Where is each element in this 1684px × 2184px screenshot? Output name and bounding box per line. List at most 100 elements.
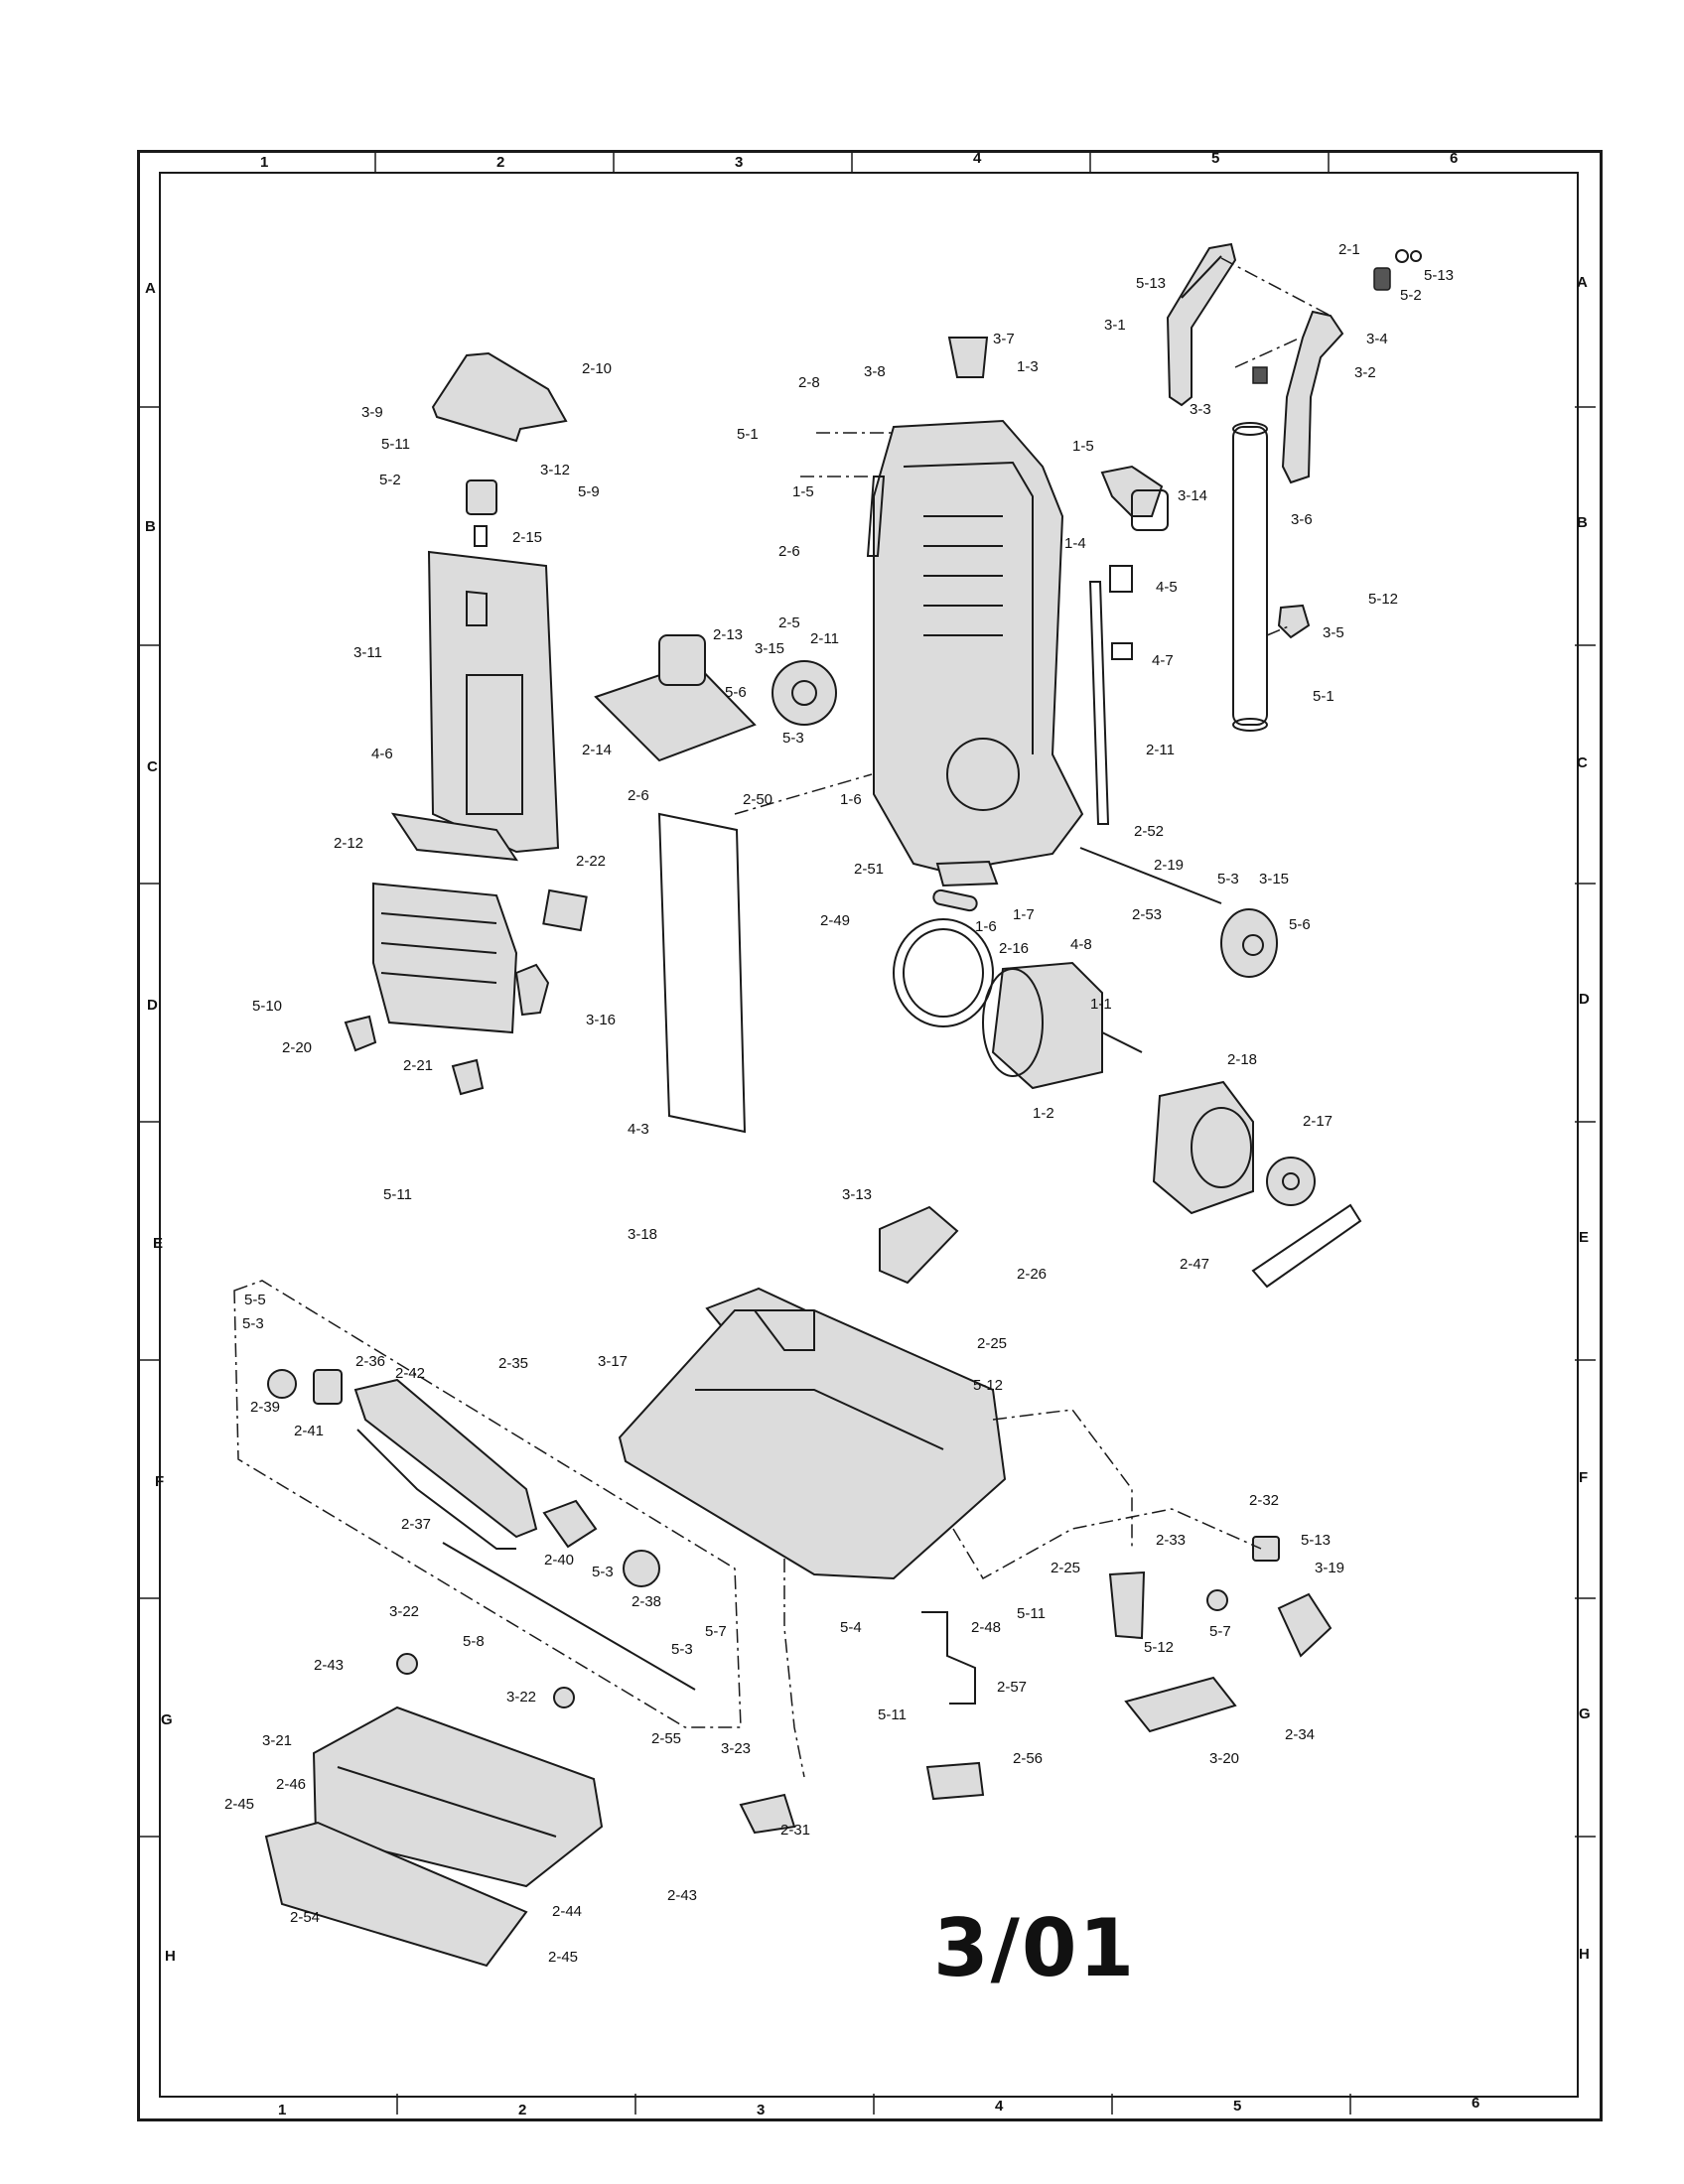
part-callout-label: 2-44 bbox=[552, 1903, 583, 1920]
part-callout-label: 2-6 bbox=[778, 543, 800, 560]
part-callout-label: 3-7 bbox=[993, 331, 1015, 347]
part-callout-label: 2-49 bbox=[820, 912, 851, 929]
zone-column-bottom: 1 bbox=[278, 2102, 287, 2118]
bag-panel-part bbox=[657, 812, 747, 1134]
part-callout-label: 2-56 bbox=[1013, 1750, 1044, 1767]
part-callout-label: 2-25 bbox=[1051, 1560, 1081, 1576]
part-callout-label: 2-43 bbox=[667, 1887, 698, 1904]
wheel-part bbox=[1220, 908, 1278, 978]
part-callout-label: 2-37 bbox=[401, 1516, 432, 1533]
bracket-parts bbox=[344, 1015, 485, 1096]
agitator-part bbox=[353, 1378, 598, 1550]
part-callout-label: 2-17 bbox=[1303, 1113, 1333, 1130]
front-cover-part bbox=[427, 550, 560, 854]
part-callout-label: 5-3 bbox=[782, 730, 804, 747]
part-callout-label: 2-38 bbox=[632, 1593, 662, 1610]
part-callout-label: 3-8 bbox=[864, 363, 886, 380]
part-callout-label: 2-52 bbox=[1134, 823, 1165, 840]
part-callout-label: 5-1 bbox=[1313, 688, 1334, 705]
part-callout-label: 3-6 bbox=[1291, 511, 1313, 528]
agitator-shaft-part bbox=[442, 1542, 696, 1691]
part-callout-label: 4-6 bbox=[371, 746, 393, 762]
zone-column-top: 4 bbox=[973, 150, 982, 167]
part-callout-label: 3-15 bbox=[755, 640, 785, 657]
part-callout-label: 5-12 bbox=[973, 1377, 1004, 1394]
part-callout-label: 5-9 bbox=[578, 483, 600, 500]
part-callout-label: 2-14 bbox=[582, 742, 613, 758]
part-callout-label: 4-5 bbox=[1156, 579, 1178, 596]
zone-row-left: C bbox=[147, 758, 158, 775]
part-callout-label: 5-4 bbox=[840, 1619, 862, 1636]
part-callout-label: 2-21 bbox=[403, 1057, 434, 1074]
inner-border bbox=[159, 172, 1579, 2098]
latch-part bbox=[1252, 249, 1422, 384]
part-callout-label: 1-6 bbox=[975, 918, 997, 935]
zone-row-right: H bbox=[1579, 1946, 1590, 1963]
zone-row-left: D bbox=[147, 997, 158, 1014]
handle-tube-part bbox=[1232, 422, 1268, 732]
part-callout-label: 1-2 bbox=[1033, 1105, 1054, 1122]
zone-column-bottom: 2 bbox=[518, 2102, 527, 2118]
part-callout-label: 2-48 bbox=[971, 1619, 1002, 1636]
part-callout-label: 1-5 bbox=[1072, 438, 1094, 455]
part-callout-label: 2-1 bbox=[1338, 241, 1360, 258]
motor-shroud-part bbox=[1152, 1080, 1254, 1215]
part-callout-label: 5-6 bbox=[725, 684, 747, 701]
part-callout-label: 2-32 bbox=[1249, 1492, 1280, 1509]
outer-border bbox=[137, 150, 1603, 2121]
agitator-box bbox=[233, 1280, 742, 1728]
part-callout-label: 5-11 bbox=[1017, 1605, 1046, 1622]
nozzle-base-part bbox=[618, 1309, 1007, 1580]
fan-part bbox=[772, 660, 837, 726]
part-callout-label: 2-35 bbox=[498, 1355, 529, 1372]
zone-row-right: F bbox=[1579, 1469, 1589, 1486]
part-callout-label: 5-1 bbox=[737, 426, 759, 443]
zone-column-top: 1 bbox=[260, 154, 269, 171]
part-callout-label: 3-4 bbox=[1366, 331, 1388, 347]
part-callout-label: 3-23 bbox=[721, 1740, 752, 1757]
zone-column-bottom: 4 bbox=[995, 2098, 1004, 2115]
part-callout-label: 2-39 bbox=[250, 1399, 281, 1416]
zone-column-bottom: 5 bbox=[1233, 2098, 1242, 2115]
zone-row-left: H bbox=[165, 1948, 176, 1965]
part-callout-label: 5-2 bbox=[379, 472, 401, 488]
part-callout-label: 5-3 bbox=[242, 1315, 264, 1332]
part-callout-label: 2-54 bbox=[290, 1909, 321, 1926]
part-callout-label: 2-5 bbox=[778, 614, 800, 631]
part-callout-label: 2-22 bbox=[576, 853, 607, 870]
part-callout-label: 5-2 bbox=[1400, 287, 1422, 304]
zone-row-left: G bbox=[161, 1711, 173, 1728]
part-callout-label: 3-19 bbox=[1315, 1560, 1345, 1576]
part-callout-label: 4-3 bbox=[628, 1121, 649, 1138]
zone-column-top: 6 bbox=[1450, 150, 1459, 167]
latch-lower-parts bbox=[739, 1793, 796, 1835]
zone-row-right: A bbox=[1577, 274, 1588, 291]
part-callout-label: 2-45 bbox=[548, 1949, 579, 1966]
part-callout-label: 1-1 bbox=[1090, 996, 1112, 1013]
zone-row-left: E bbox=[153, 1235, 164, 1252]
part-callout-label: 5-13 bbox=[1136, 275, 1167, 292]
pedal-parts bbox=[1206, 1536, 1333, 1658]
part-callout-label: 1-4 bbox=[1064, 535, 1086, 552]
part-callout-label: 2-10 bbox=[582, 360, 613, 377]
nozzle-elbow-part bbox=[879, 1205, 959, 1285]
part-callout-label: 5-12 bbox=[1144, 1639, 1175, 1656]
part-callout-label: 5-13 bbox=[1424, 267, 1455, 284]
part-callout-label: 2-12 bbox=[334, 835, 364, 852]
part-callout-label: 3-13 bbox=[842, 1186, 873, 1203]
zone-row-right: D bbox=[1579, 991, 1590, 1008]
revision-date: 3/01 bbox=[933, 1902, 1137, 1994]
part-callout-label: 2-34 bbox=[1285, 1726, 1316, 1743]
part-callout-label: 5-13 bbox=[1301, 1532, 1332, 1549]
part-callout-label: 5-8 bbox=[463, 1633, 485, 1650]
part-callout-label: 5-11 bbox=[381, 436, 410, 453]
bottom-plate-part bbox=[264, 1821, 528, 1968]
part-callout-label: 3-5 bbox=[1323, 624, 1344, 641]
part-callout-label: 2-16 bbox=[999, 940, 1030, 957]
zone-column-bottom: 3 bbox=[757, 2102, 766, 2118]
part-callout-label: 5-5 bbox=[244, 1292, 266, 1308]
zone-row-right: G bbox=[1579, 1706, 1591, 1722]
part-callout-label: 1-3 bbox=[1017, 358, 1039, 375]
part-callout-label: 5-6 bbox=[1289, 916, 1311, 933]
